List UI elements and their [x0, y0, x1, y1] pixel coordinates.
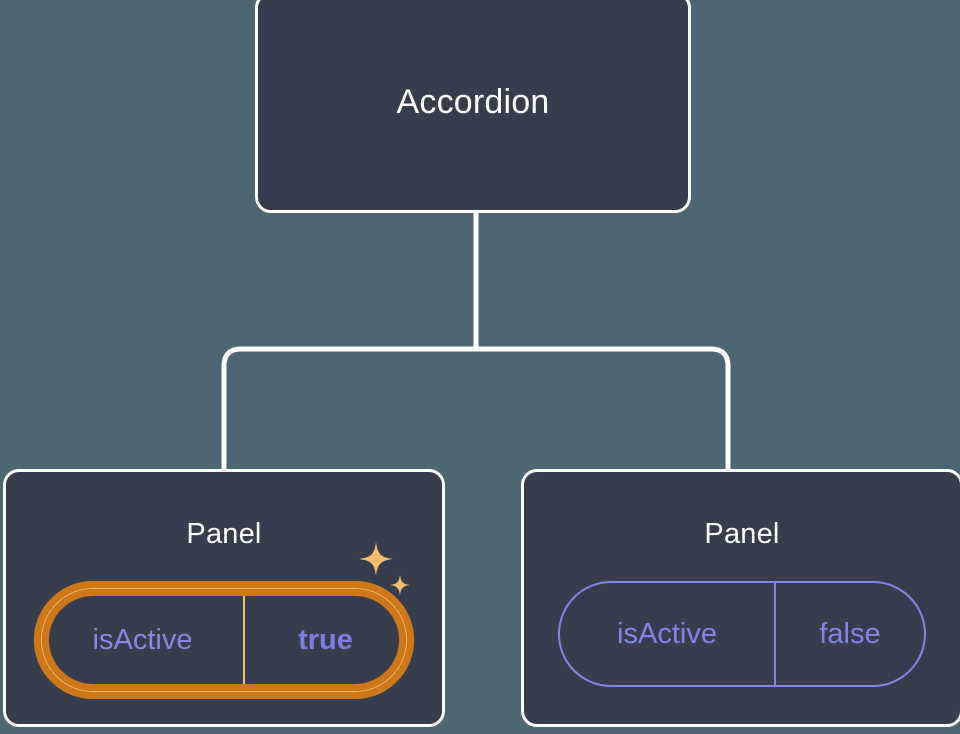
- connector-branch-bracket: [221, 346, 731, 474]
- prop-pill-inactive-wrapper: isActive false: [558, 581, 926, 687]
- prop-key-active: isActive: [42, 589, 245, 691]
- node-accordion[interactable]: Accordion: [255, 0, 691, 213]
- node-panel-active-title: Panel: [186, 518, 262, 550]
- node-accordion-title: Accordion: [396, 83, 550, 121]
- prop-pill-active[interactable]: isActive true: [34, 581, 414, 699]
- node-panel-inactive-title: Panel: [704, 518, 780, 550]
- node-panel-active[interactable]: Panel isActive true: [3, 469, 445, 727]
- prop-value-inactive: false: [819, 617, 881, 650]
- prop-value-active: true: [298, 623, 353, 656]
- node-panel-inactive[interactable]: Panel isActive false: [521, 469, 960, 727]
- prop-key-inactive: isActive: [560, 583, 776, 685]
- prop-pill-inactive[interactable]: isActive false: [558, 581, 926, 687]
- prop-pill-active-wrapper: isActive true: [34, 581, 414, 699]
